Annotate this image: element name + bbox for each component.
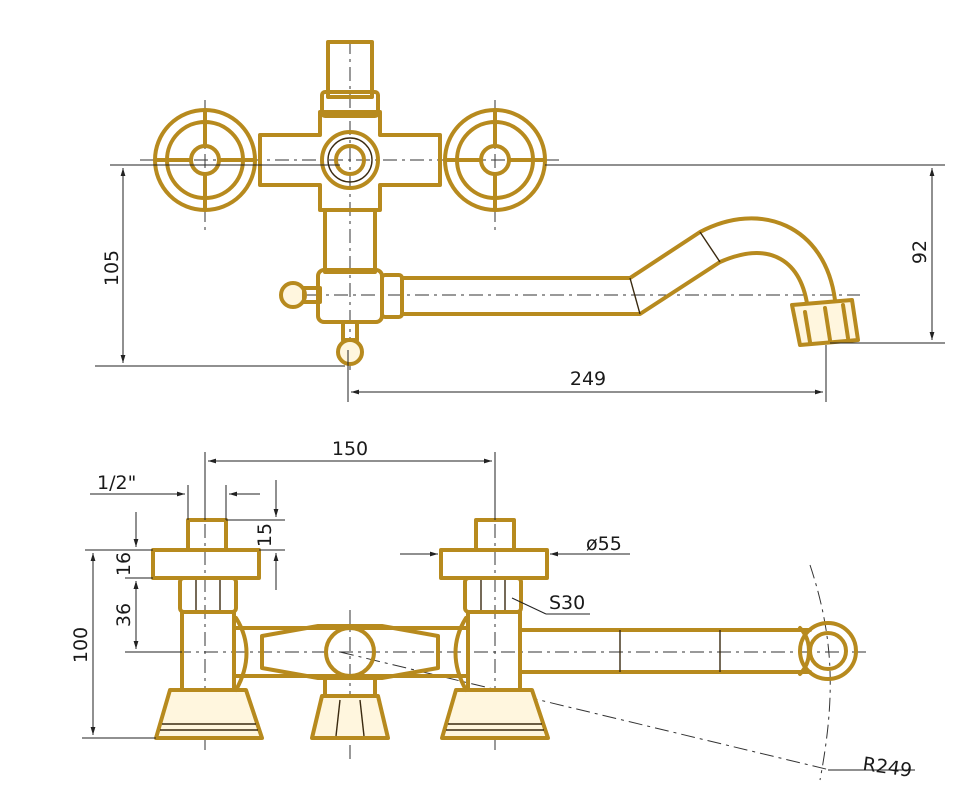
spout-plan — [518, 621, 858, 681]
right-column — [439, 518, 550, 740]
dim-16: 16 — [85, 512, 153, 598]
dim-150: 150 — [204, 438, 496, 520]
dim-thread-label: 1/2" — [97, 472, 136, 494]
dim-radius-label: R249 — [861, 753, 913, 782]
dim-100-label: 100 — [70, 627, 92, 663]
dim-100: 100 — [70, 553, 156, 739]
dim-36: 36 — [113, 581, 182, 653]
dim-105: 105 — [95, 164, 345, 367]
dim-15: 15 — [226, 480, 285, 590]
center-bar — [232, 616, 470, 740]
dim-nut: S30 — [511, 592, 590, 615]
front-view: 105 92 249 — [95, 40, 945, 402]
dim-150-label: 150 — [332, 438, 368, 460]
dim-105-label: 105 — [101, 250, 123, 286]
right-handle — [443, 108, 547, 212]
dim-15-label: 15 — [254, 523, 276, 547]
dim-92-label: 92 — [909, 240, 931, 264]
dim-92: 92 — [545, 164, 945, 344]
dim-radius: R249 — [828, 753, 915, 782]
dim-thread: 1/2" — [90, 472, 260, 520]
dim-249: 249 — [347, 345, 827, 402]
dim-36-label: 36 — [113, 603, 135, 627]
dim-diameter-label: ø55 — [586, 533, 622, 555]
dim-nut-label: S30 — [549, 592, 585, 614]
plan-view: 150 1/2" 15 16 — [70, 438, 915, 782]
dim-diameter: ø55 — [400, 533, 630, 557]
dim-16-label: 16 — [113, 552, 135, 576]
left-handle — [153, 108, 257, 212]
spout-front — [380, 216, 860, 347]
dim-249-label: 249 — [570, 368, 606, 390]
